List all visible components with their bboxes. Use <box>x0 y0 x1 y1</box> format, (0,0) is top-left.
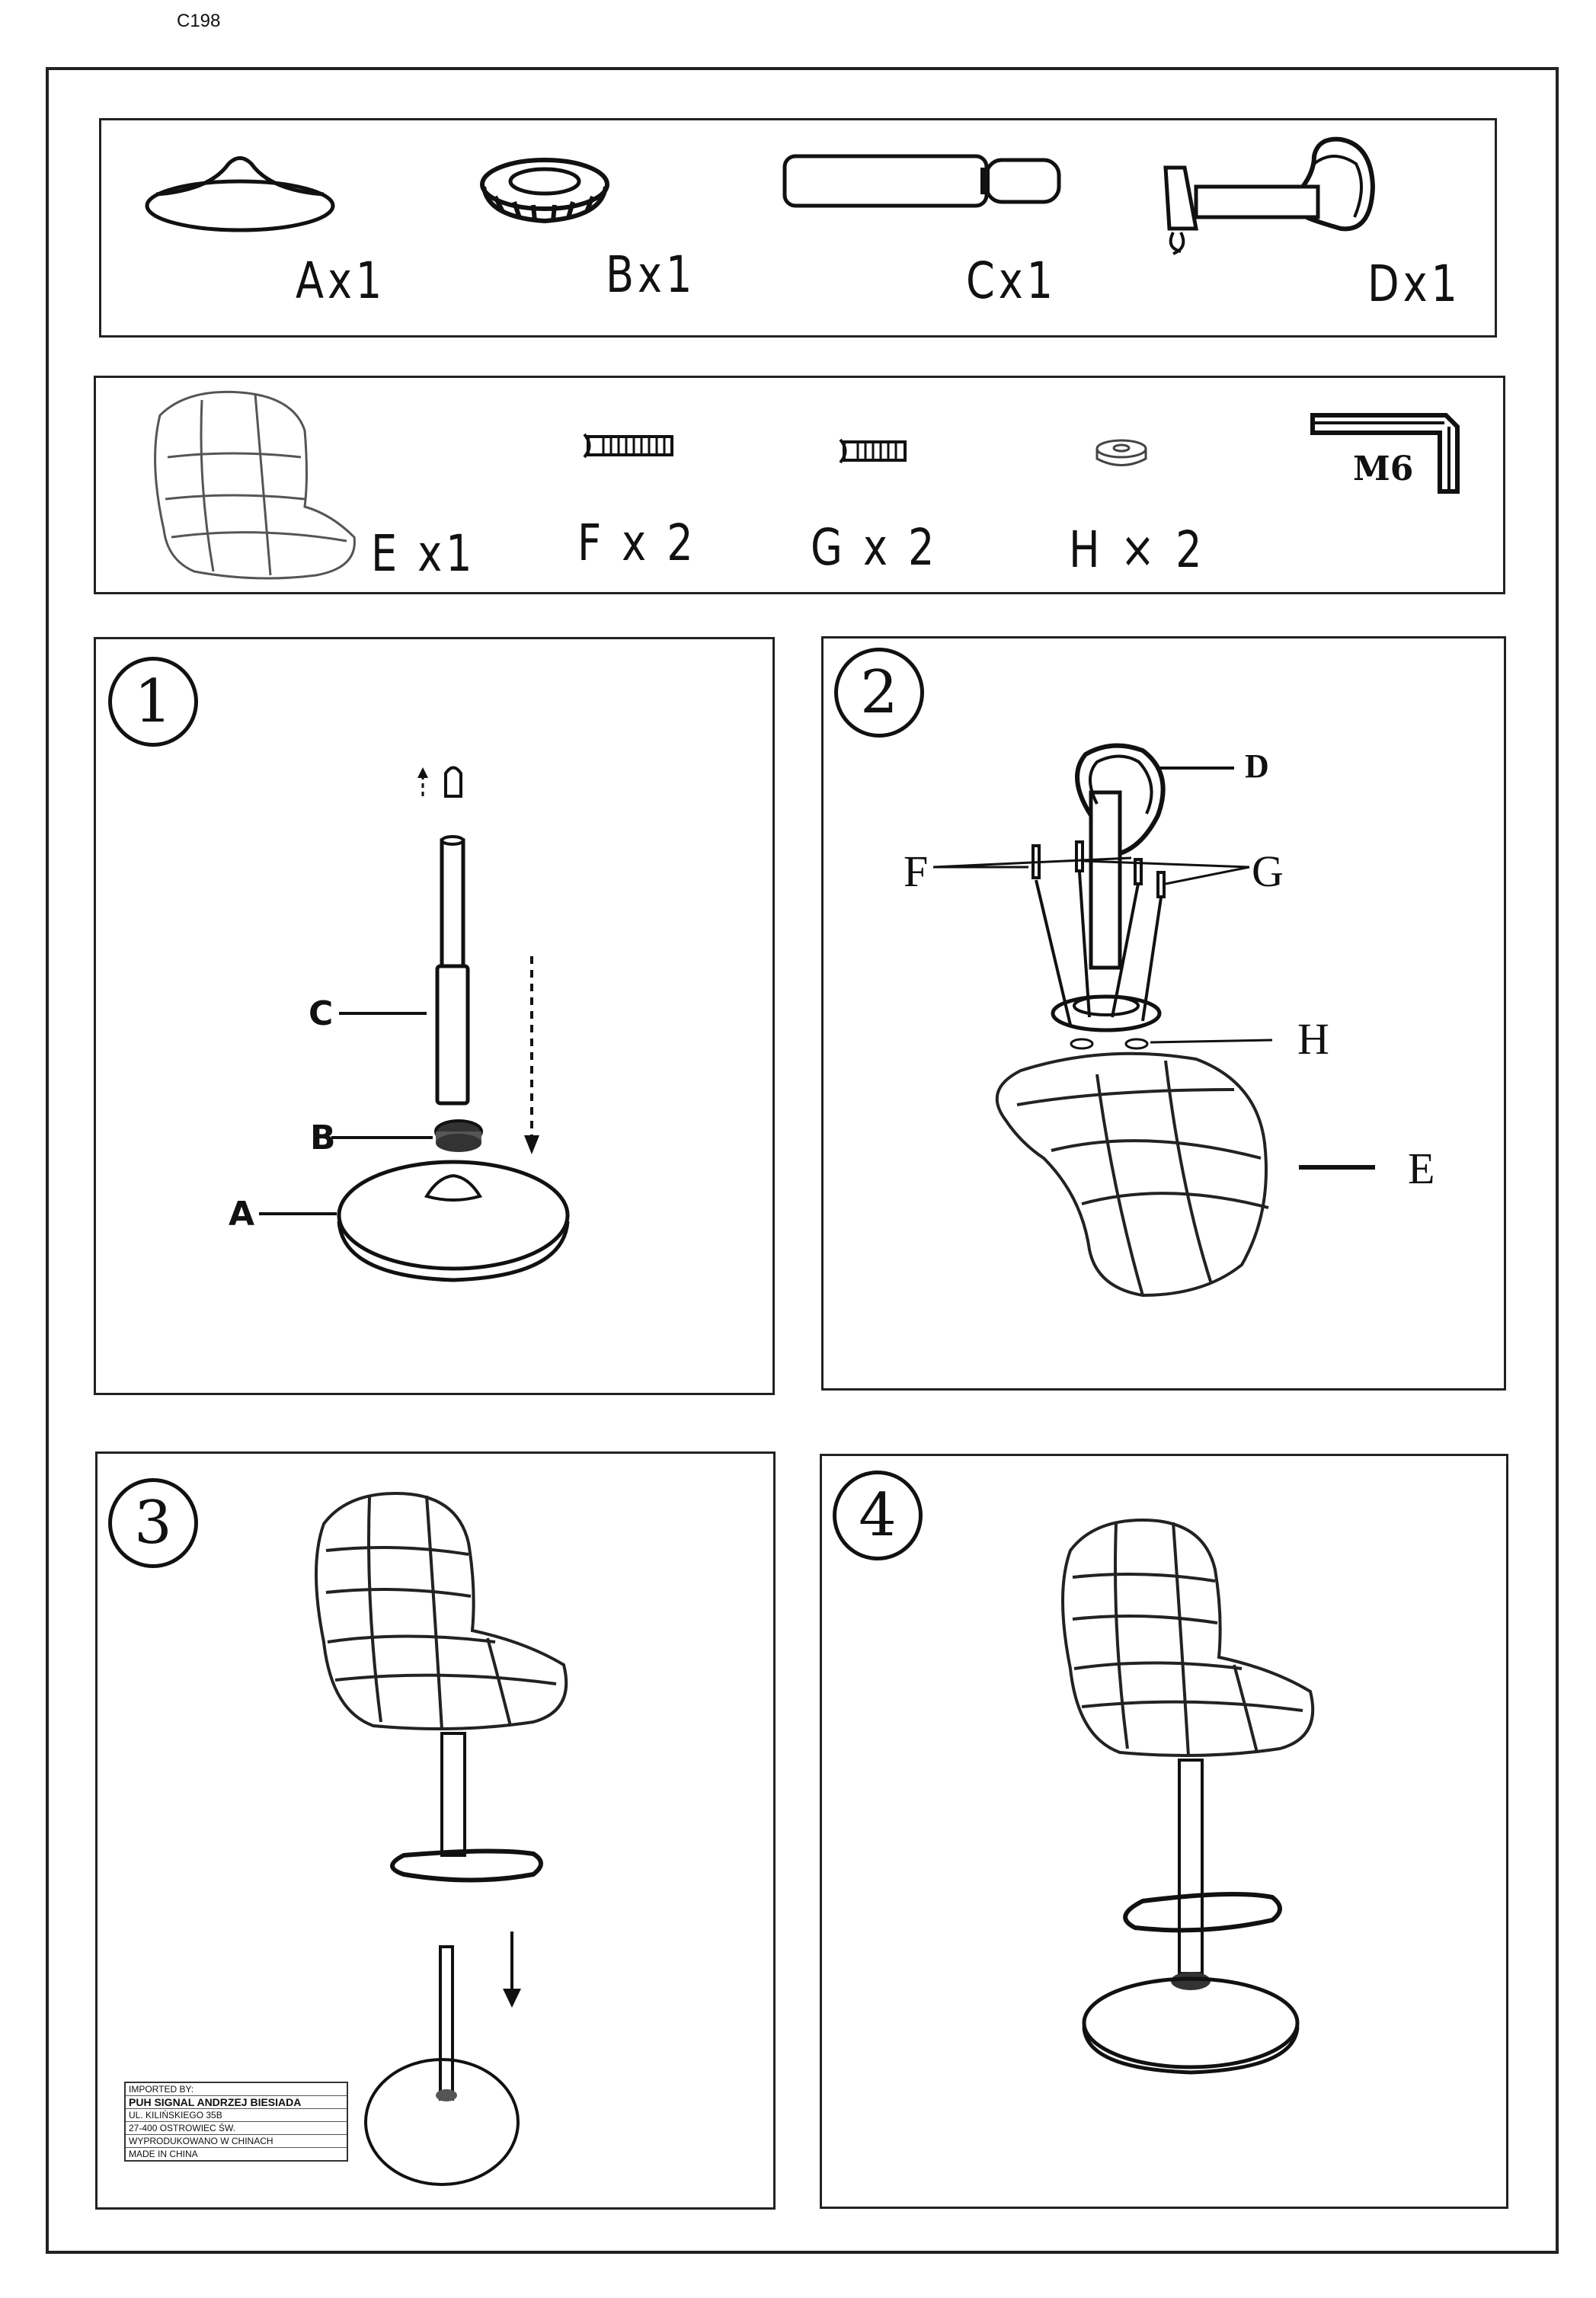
part-c-label: Cx1 <box>966 251 1057 310</box>
allen-key-icon <box>1310 413 1460 494</box>
footrest-column-icon <box>1163 136 1376 255</box>
washer-icon <box>1095 439 1147 466</box>
callout-d: D <box>1245 747 1269 785</box>
parts-panel-bottom <box>94 376 1505 594</box>
importer-line: MADE IN CHINA <box>129 2149 198 2159</box>
document-code: C198 <box>177 11 221 31</box>
importer-line: 27-400 OSTROWIEC ŚW. <box>126 2122 347 2135</box>
step-1-diagram <box>259 766 570 1282</box>
callout-h: H <box>1297 1014 1329 1064</box>
callout-b: B <box>310 1119 336 1157</box>
short-screw-icon <box>839 438 907 464</box>
parts-panel-top <box>99 118 1497 338</box>
callout-a: A <box>229 1195 255 1234</box>
step-4-number: 4 <box>833 1471 923 1560</box>
part-e-label: E x1 <box>371 524 476 583</box>
part-h-label: H × 2 <box>1069 520 1206 579</box>
step-3-panel <box>95 1451 776 2210</box>
step-2-diagram <box>932 743 1375 1298</box>
step-4-panel <box>820 1454 1508 2209</box>
page-frame <box>46 67 1559 2254</box>
long-screw-icon <box>583 433 673 459</box>
step-1-panel <box>94 637 775 1395</box>
part-f-label: F x 2 <box>577 514 697 572</box>
importer-line: IMPORTED BY: <box>126 2083 347 2096</box>
step-3-diagram <box>315 1491 568 2186</box>
step-3-number: 3 <box>108 1478 198 1568</box>
step-2-number: 2 <box>834 648 924 738</box>
part-g-label: G x 2 <box>811 518 939 577</box>
callout-g: G <box>1252 847 1284 896</box>
importer-line: UL. KILIŃSKIEGO 35B <box>126 2109 347 2122</box>
callout-f: F <box>904 847 929 896</box>
gas-cylinder-icon <box>782 154 1061 208</box>
step-2-panel <box>821 636 1506 1391</box>
base-plate-icon <box>145 156 335 232</box>
allen-key-label: M6 <box>1353 450 1414 488</box>
importer-line: PUH SIGNAL ANDRZEJ BIESIADA <box>126 2096 347 2109</box>
bushing-ring-icon <box>480 158 609 224</box>
part-a-label: Ax1 <box>296 251 386 310</box>
importer-label: IMPORTED BY: PUH SIGNAL ANDRZEJ BIESIADA… <box>124 2082 348 2162</box>
callout-e: E <box>1408 1144 1435 1193</box>
part-d-label: Dx1 <box>1367 254 1461 313</box>
step-4-diagram <box>1061 1518 1315 2075</box>
callout-c: C <box>309 994 334 1033</box>
step-1-number: 1 <box>108 657 198 747</box>
seat-shell-icon <box>154 390 356 580</box>
part-b-label: Bx1 <box>606 245 696 304</box>
importer-line: WYPRODUKOWANO W CHINACH <box>126 2135 347 2148</box>
